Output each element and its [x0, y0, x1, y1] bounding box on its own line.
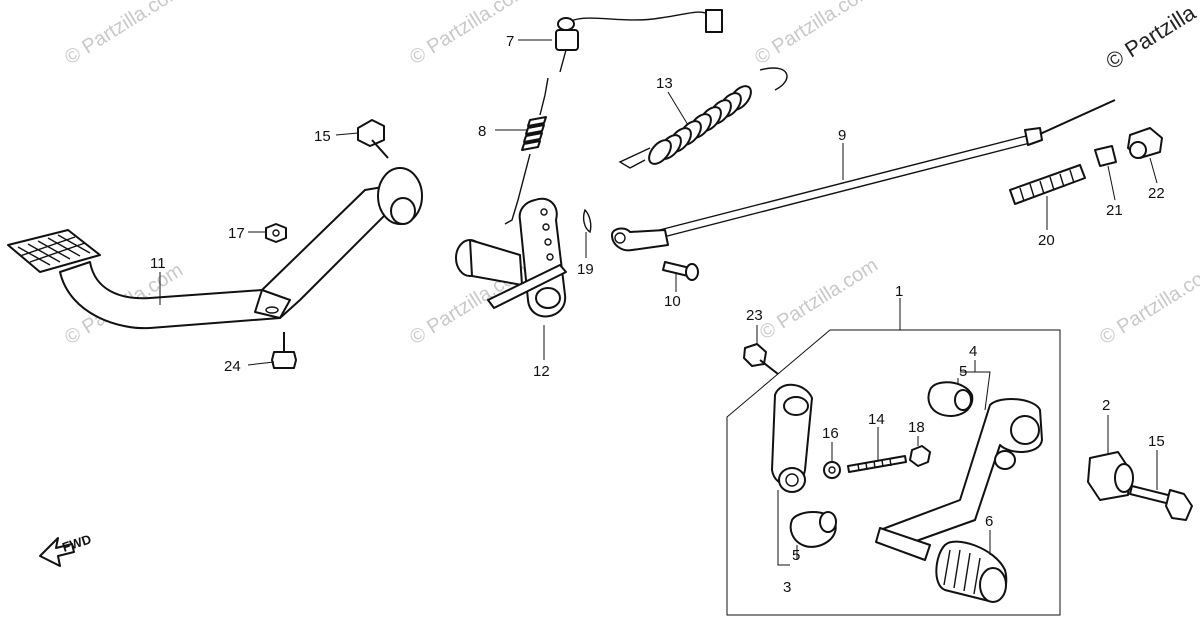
callout-13: 13: [656, 75, 673, 92]
shift-arm: [771, 383, 813, 493]
callout-5-upper: 5: [959, 363, 967, 380]
bolt-23: [743, 343, 779, 375]
shift-pedal-rubber: [935, 540, 1008, 603]
brake-rod: [611, 99, 1116, 252]
return-spring: [618, 67, 788, 169]
fwd-label: FWD: [60, 531, 93, 554]
shift-pedal-assembly-box: [726, 298, 1061, 616]
callout-22: 22: [1148, 185, 1165, 202]
callout-1: 1: [895, 283, 903, 300]
nut: [265, 223, 287, 243]
watermark: © Partzilla.com: [61, 0, 187, 69]
nut-18: [909, 445, 931, 467]
callout-7: 7: [506, 33, 514, 50]
callout-16: 16: [822, 425, 839, 442]
fwd-arrow: FWD: [39, 531, 93, 567]
brake-arm: [455, 197, 567, 318]
bolt-right: [1129, 485, 1193, 521]
callout-15-top: 15: [314, 128, 331, 145]
callout-10: 10: [664, 293, 681, 310]
callout-18: 18: [908, 419, 925, 436]
joint-piece: [1094, 145, 1117, 167]
watermark: © Partzilla.com: [1096, 259, 1200, 349]
washer-16: [823, 461, 841, 479]
callout-4: 4: [969, 343, 977, 360]
bolt-bottom: [271, 332, 297, 369]
callout-labels: 1 2 3 4 5 5 6 7 8 9 10 11 12 13 14 15 15…: [150, 33, 1165, 596]
callout-23: 23: [746, 307, 763, 324]
callout-19: 19: [577, 261, 594, 278]
joint-boot-upper: [927, 381, 974, 417]
watermark: © Partzilla.com: [756, 254, 882, 344]
bolt-top: [357, 119, 389, 159]
brake-pedal: [7, 167, 423, 330]
watermark-corner: © Partzilla: [1101, 0, 1200, 74]
leader-lines: [159, 39, 1158, 566]
bolt-14: [847, 455, 907, 473]
clevis-pin: [662, 261, 699, 281]
callout-12: 12: [533, 363, 550, 380]
brake-switch-spring: [504, 77, 549, 225]
callout-2: 2: [1102, 397, 1110, 414]
callout-6: 6: [985, 513, 993, 530]
callout-21: 21: [1106, 202, 1123, 219]
brake-light-switch: [555, 9, 723, 73]
adjusting-nut: [1127, 127, 1163, 159]
callout-3: 3: [783, 579, 791, 596]
callout-8: 8: [478, 123, 486, 140]
adjuster-spring: [1009, 164, 1086, 205]
callout-24: 24: [224, 358, 241, 375]
callout-20: 20: [1038, 232, 1055, 249]
callout-15-right: 15: [1148, 433, 1165, 450]
cotter-pin: [582, 208, 592, 234]
collar: [1087, 451, 1134, 501]
shift-pedal: [875, 398, 1043, 561]
joint-boot-lower: [789, 511, 837, 548]
callout-9: 9: [838, 127, 846, 144]
callout-11: 11: [150, 255, 166, 272]
watermark: © Partzilla.com: [751, 0, 877, 69]
callout-5-lower: 5: [792, 547, 800, 564]
callout-14: 14: [868, 411, 885, 428]
callout-17: 17: [228, 225, 245, 242]
